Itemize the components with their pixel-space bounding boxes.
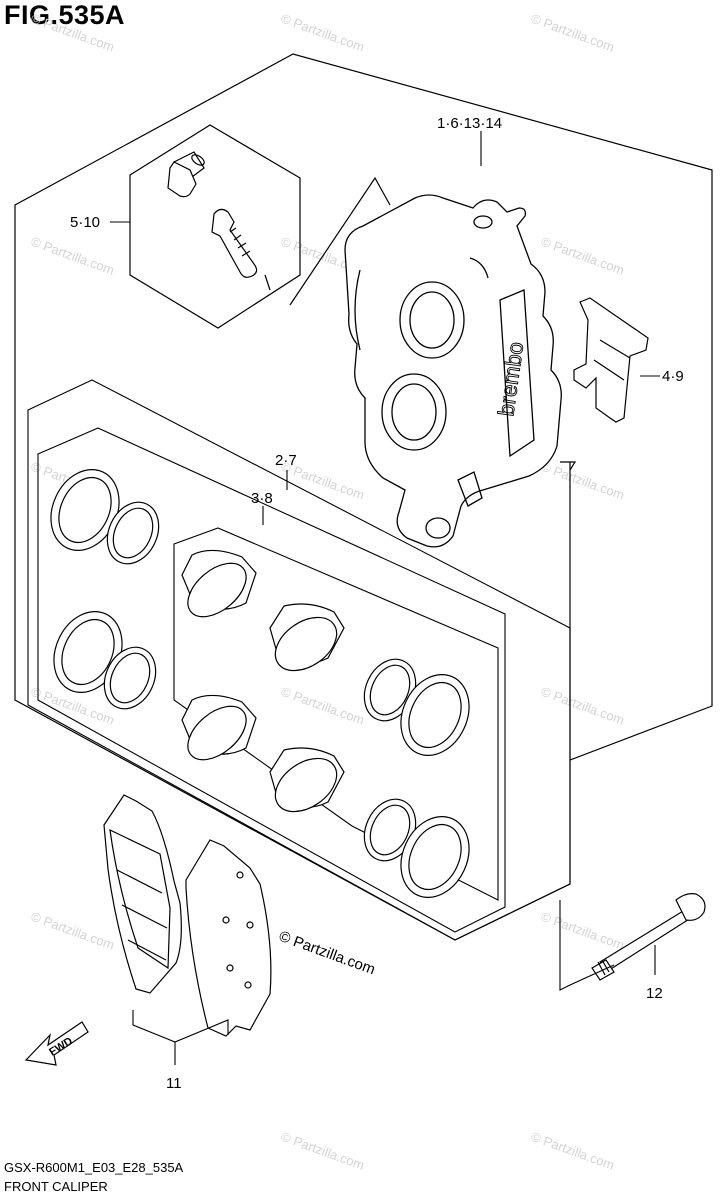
- figure-code: GSX-R600M1_E03_E28_535A: [4, 1160, 184, 1175]
- piston-seals-left: [50, 469, 160, 710]
- brake-pads: [103, 794, 272, 1037]
- callout-2-7: 2·7: [275, 452, 297, 469]
- copyright-text: © Partzilla.com: [277, 928, 378, 979]
- pad-spring-clip: [573, 297, 649, 423]
- caliper-pistons: [181, 549, 345, 813]
- callout-4-9: 4·9: [662, 368, 684, 385]
- watermarks: © Partzilla.com © Partzilla.com © Partzi…: [29, 11, 626, 1173]
- callout-5-10: 5·10: [70, 214, 100, 231]
- watermark-text: © Partzilla.com: [29, 11, 116, 55]
- watermark-text: © Partzilla.com: [529, 1129, 616, 1173]
- figure-name: FRONT CALIPER: [4, 1179, 108, 1194]
- watermark-text: © Partzilla.com: [279, 11, 366, 55]
- watermark-text: © Partzilla.com: [539, 234, 626, 278]
- callout-1-6-13-14: 1·6·13·14: [437, 115, 502, 132]
- seal-kit-boxes: [27, 379, 571, 941]
- bleed-screw-inset: [129, 124, 301, 329]
- watermark-text: © Partzilla.com: [279, 1129, 366, 1173]
- watermark-text: © Partzilla.com: [29, 234, 116, 278]
- callout-11: 11: [166, 1075, 182, 1092]
- watermark-text: © Partzilla.com: [279, 684, 366, 728]
- figure-title: FIG.535A: [4, 0, 126, 30]
- watermark-text: © Partzilla.com: [529, 11, 616, 55]
- watermark-text: © Partzilla.com: [539, 909, 626, 953]
- mounting-bolt: [591, 893, 706, 981]
- watermark-text: © Partzilla.com: [29, 909, 116, 953]
- callout-3-8: 3·8: [251, 490, 273, 507]
- leader-lines: [110, 131, 660, 525]
- watermark-text: © Partzilla.com: [539, 459, 626, 503]
- brake-caliper: [344, 194, 562, 548]
- watermark-text: © Partzilla.com: [539, 684, 626, 728]
- callout-12: 12: [646, 985, 663, 1002]
- piston-seals-right: [363, 658, 470, 898]
- forward-arrow-icon: FWD: [24, 1021, 89, 1066]
